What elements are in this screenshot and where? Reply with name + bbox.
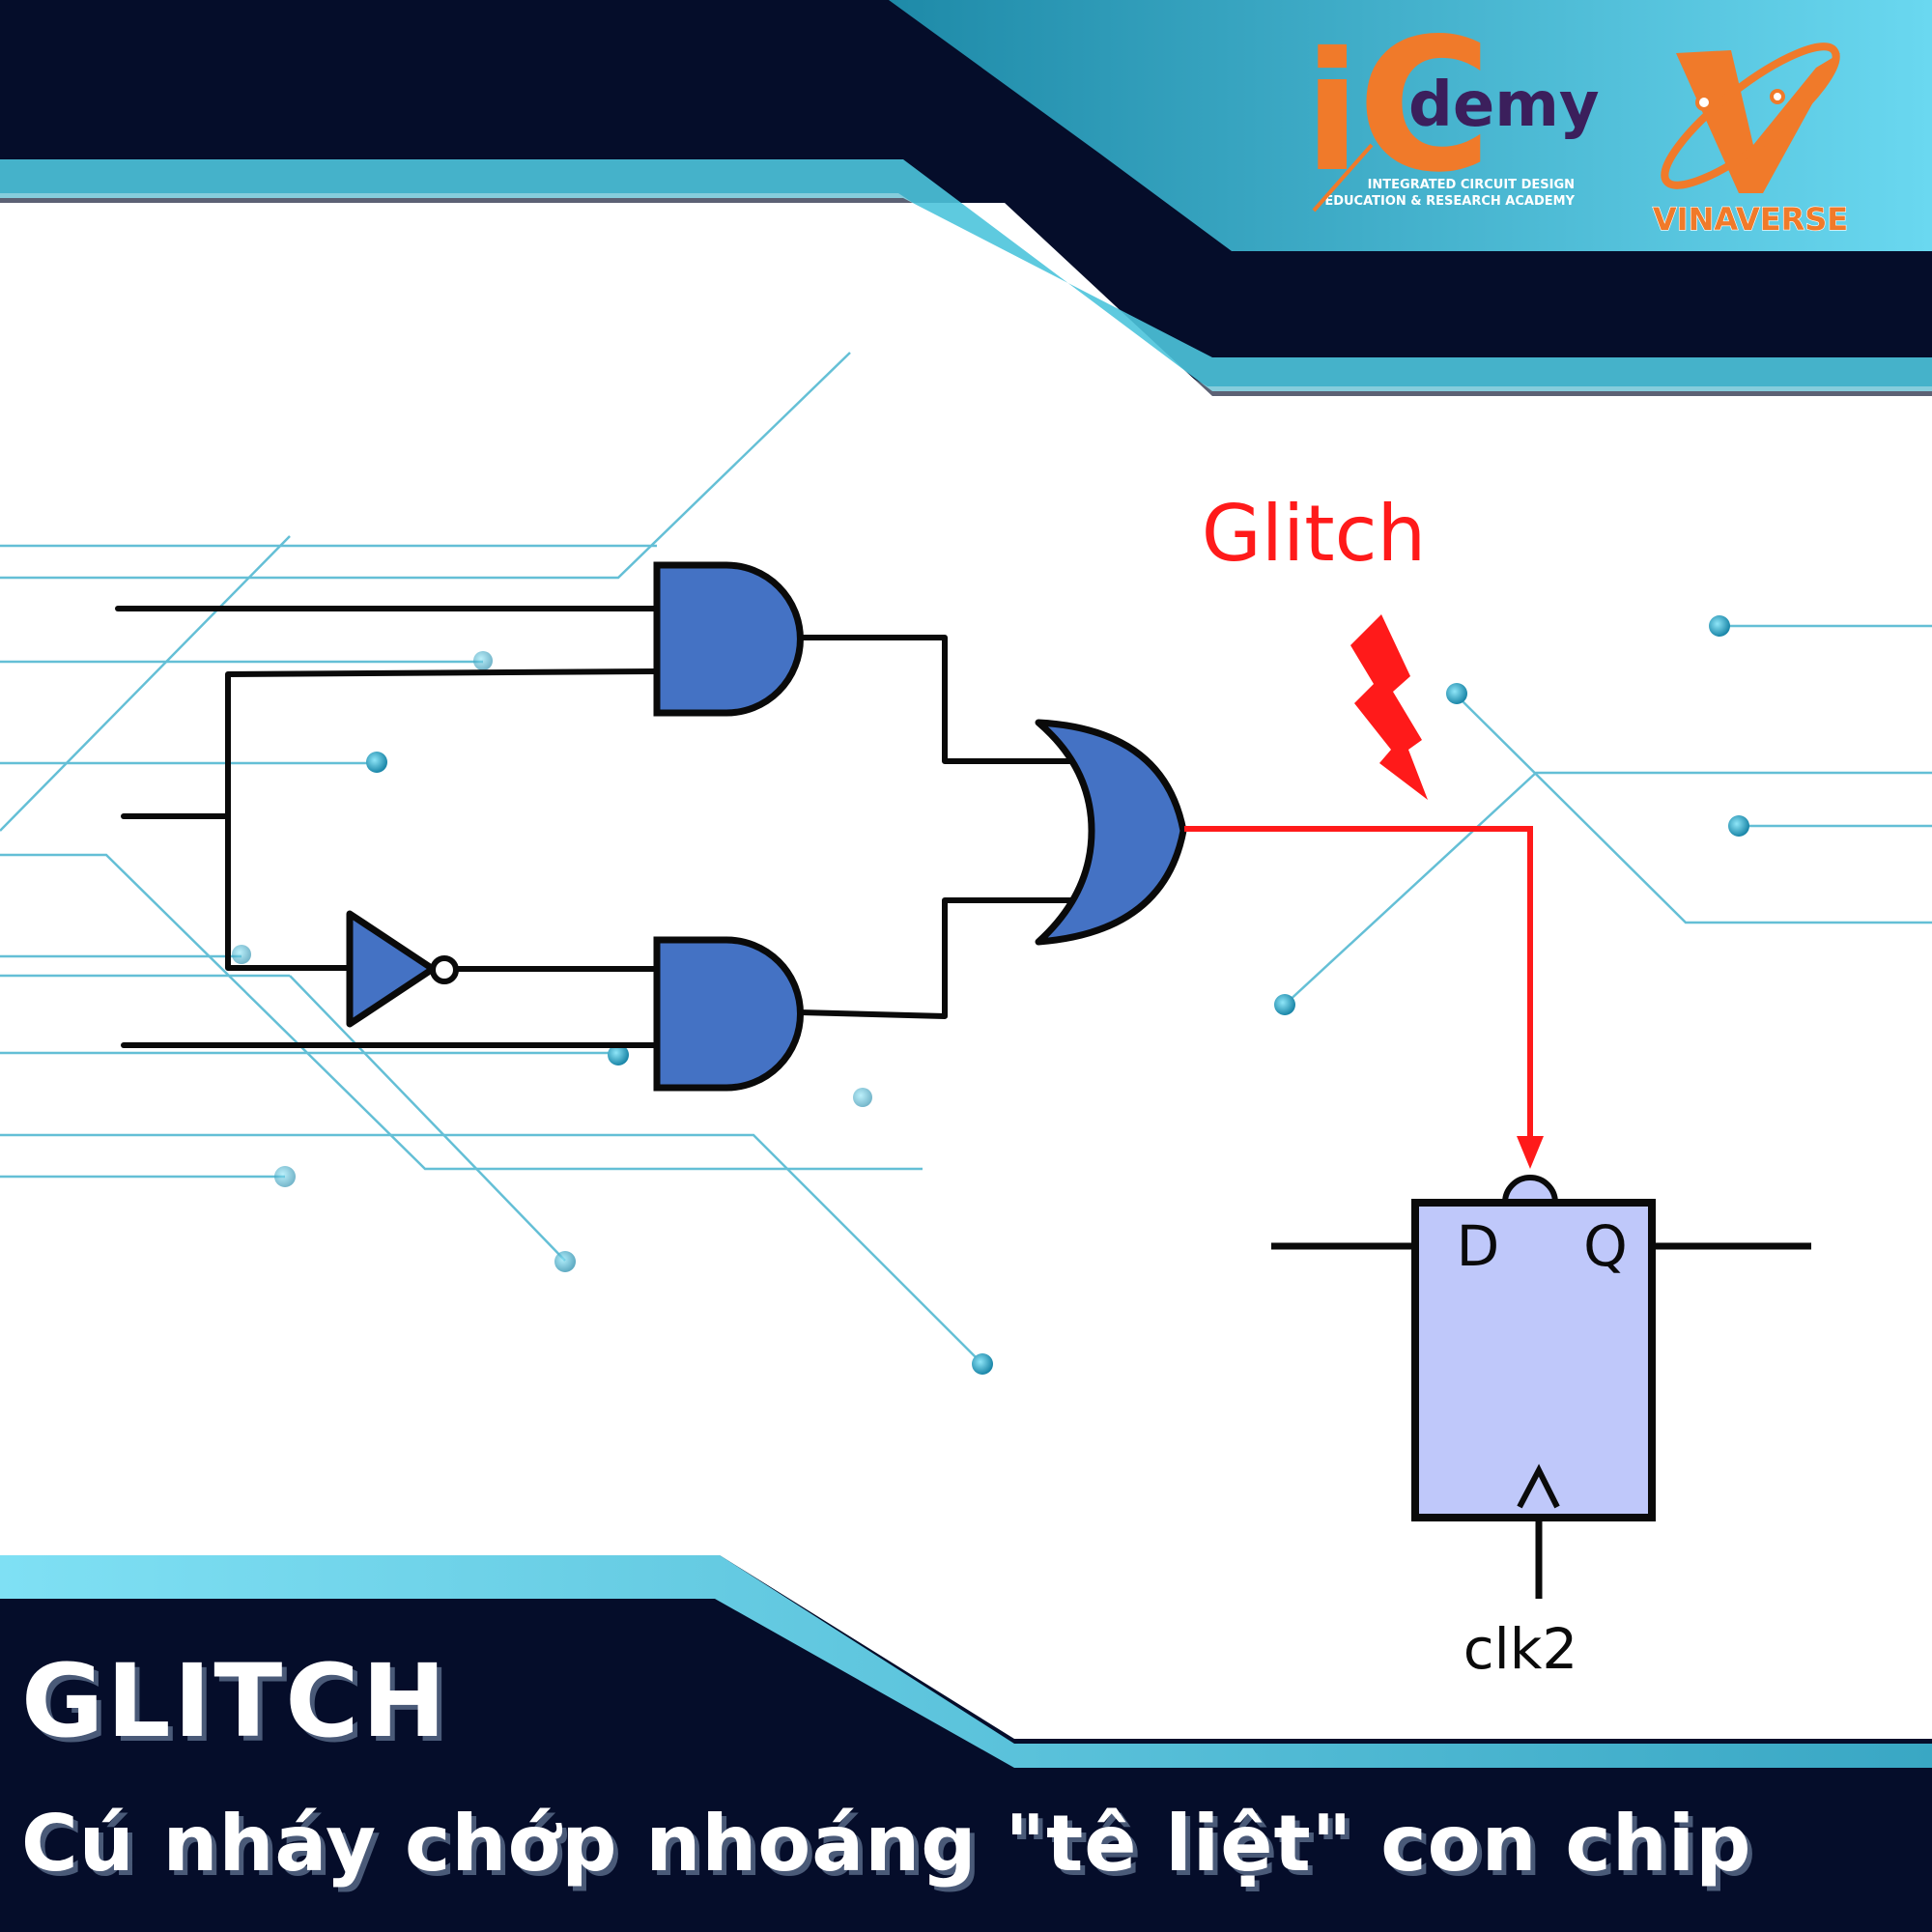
lightning-bolt-icon	[1350, 614, 1428, 800]
icdemy-tagline-1: INTEGRATED CIRCUIT DESIGN	[1368, 178, 1575, 192]
logic-circuit	[115, 561, 1811, 1599]
and-gate-top	[653, 561, 804, 717]
flipflop-d-label: D	[1457, 1213, 1500, 1279]
icdemy-logo: i C demy INTEGRATED CIRCUIT DESIGN EDUCA…	[1304, 0, 1600, 213]
not-gate	[346, 910, 459, 1028]
poster-title: GLITCH	[21, 1642, 449, 1760]
icdemy-logo-c: C	[1357, 0, 1492, 213]
vinaverse-v-mark-icon	[1676, 50, 1840, 193]
and-gate-bottom	[653, 936, 804, 1092]
icdemy-logo-i: i	[1304, 17, 1360, 209]
or-gate	[1035, 719, 1187, 946]
vinaverse-name: VINAVERSE	[1653, 201, 1848, 238]
flipflop-q-label: Q	[1583, 1213, 1628, 1279]
icdemy-tagline-2: EDUCATION & RESEARCH ACADEMY	[1324, 194, 1575, 209]
circuit-wires	[115, 606, 1083, 1048]
glitch-label: Glitch	[1202, 489, 1427, 579]
decorative-circuit-traces	[0, 352, 1932, 1363]
poster-subtitle: Cú nháy chớp nhoáng "tê liệt" con chip	[21, 1799, 1752, 1889]
icdemy-logo-word: demy	[1408, 70, 1600, 141]
decorative-trace-dots	[232, 615, 1749, 1375]
top-banner	[0, 0, 1932, 396]
bottom-banner	[0, 1555, 1932, 1932]
vinaverse-logo: VINAVERSE	[1652, 43, 1849, 239]
d-flip-flop	[1271, 1175, 1811, 1599]
clock-label: clk2	[1463, 1616, 1578, 1682]
glitch-output-wire	[1184, 826, 1544, 1169]
